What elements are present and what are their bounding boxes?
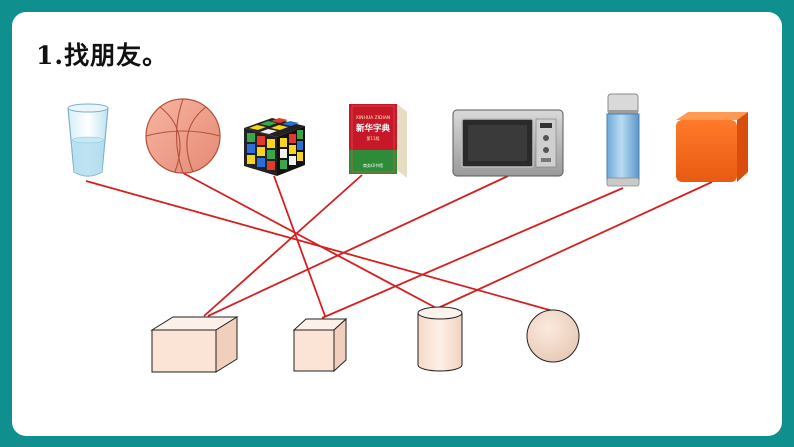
match-line-rubik-cube: [273, 175, 326, 317]
cuboid-shape: [150, 316, 239, 373]
dictionary-title: 新华字典: [356, 123, 391, 134]
exercise-title: 1.找朋友。: [36, 41, 169, 70]
match-line-orangecube-cylinder: [437, 181, 713, 309]
cube-shape: [292, 317, 348, 373]
slide-panel: [12, 12, 782, 436]
dictionary-edition: 第11版: [366, 135, 379, 141]
match-line-dictionary-cuboid: [203, 174, 363, 317]
sphere-shape: [526, 309, 580, 363]
dictionary-publisher: 商务印书馆: [363, 162, 383, 168]
match-lines: [85, 172, 713, 319]
dictionary-image: XINHUA ZIDIAN 新华字典 第11版 商务印书馆: [349, 104, 407, 178]
match-line-thermos-cube: [321, 187, 624, 319]
thermos-image: [606, 93, 640, 187]
rubiks-cube-image: [244, 118, 305, 176]
match-line-microwave-cuboid: [207, 175, 509, 317]
orange-cube-image: [676, 112, 748, 182]
basketball-image: [145, 98, 221, 174]
microwave-image: [452, 109, 564, 177]
match-line-ball-cylinder: [182, 172, 441, 311]
dictionary-pinyin: XINHUA ZIDIAN: [356, 115, 391, 121]
cylinder-shape: [417, 306, 463, 372]
glass-cup-image: [67, 103, 109, 177]
